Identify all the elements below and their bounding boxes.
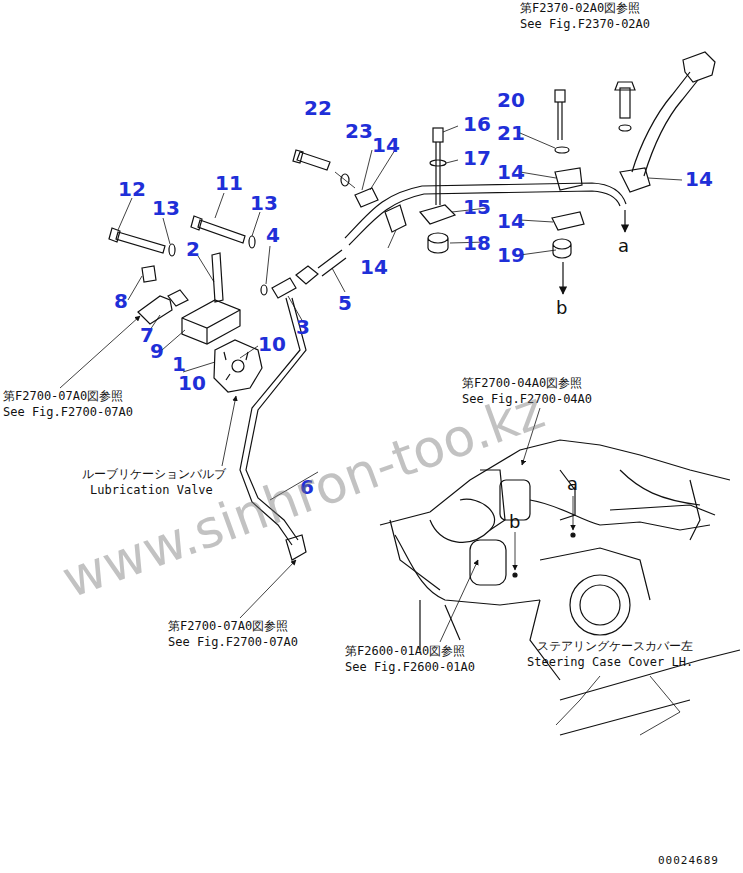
callout-number: 10 bbox=[258, 333, 286, 355]
callout-number: 14 bbox=[372, 134, 400, 156]
callout-number: 22 bbox=[304, 97, 332, 119]
callout-number: 8 bbox=[114, 290, 128, 312]
callout-number: 14 bbox=[685, 168, 713, 190]
part-name: Lubrication Valve bbox=[90, 484, 213, 497]
callout-number: 4 bbox=[266, 224, 280, 246]
reference-note: 第F2600-01A0図参照 bbox=[345, 645, 465, 658]
callout-number: 14 bbox=[360, 256, 388, 278]
callout-number: 18 bbox=[463, 232, 491, 254]
reference-note: 第F2700-07A0図参照 bbox=[3, 390, 123, 403]
callout-number: 19 bbox=[497, 244, 525, 266]
callout-number: 21 bbox=[497, 122, 525, 144]
view-letter: b bbox=[509, 512, 520, 532]
reference-note: See Fig.F2600-01A0 bbox=[345, 661, 475, 674]
callout-number: 20 bbox=[497, 89, 525, 111]
reference-note: 第F2700-07A0図参照 bbox=[168, 620, 288, 633]
callout-number: 9 bbox=[150, 340, 164, 362]
callout-number: 10 bbox=[178, 372, 206, 394]
callout-number: 13 bbox=[152, 197, 180, 219]
part-name: ルーブリケーションバルブ bbox=[82, 468, 226, 481]
callout-number: 11 bbox=[215, 172, 243, 194]
reference-note: See Fig.F2370-02A0 bbox=[520, 18, 650, 31]
callout-number: 15 bbox=[463, 196, 491, 218]
callout-number: 16 bbox=[463, 113, 491, 135]
callout-number: 12 bbox=[118, 178, 146, 200]
part-name: Steering Case Cover LH. bbox=[527, 656, 693, 669]
callout-number: 5 bbox=[338, 292, 352, 314]
reference-note: See Fig.F2700-07A0 bbox=[168, 636, 298, 649]
reference-note: 第F2370-02A0図参照 bbox=[520, 2, 640, 15]
callout-number: 14 bbox=[497, 161, 525, 183]
callout-number: 17 bbox=[463, 147, 491, 169]
callout-number: 2 bbox=[186, 238, 200, 260]
view-letter: a bbox=[567, 474, 578, 494]
reference-note: See Fig.F2700-07A0 bbox=[3, 406, 133, 419]
callout-number: 13 bbox=[250, 192, 278, 214]
callout-number: 14 bbox=[497, 210, 525, 232]
drawing-number: 00024689 bbox=[658, 855, 719, 867]
callout-number: 23 bbox=[345, 120, 373, 142]
callout-number: 3 bbox=[296, 316, 310, 338]
view-letter: a bbox=[618, 236, 629, 256]
part-name: ステアリングケースカバー左 bbox=[537, 640, 693, 653]
view-letter: b bbox=[556, 298, 567, 318]
